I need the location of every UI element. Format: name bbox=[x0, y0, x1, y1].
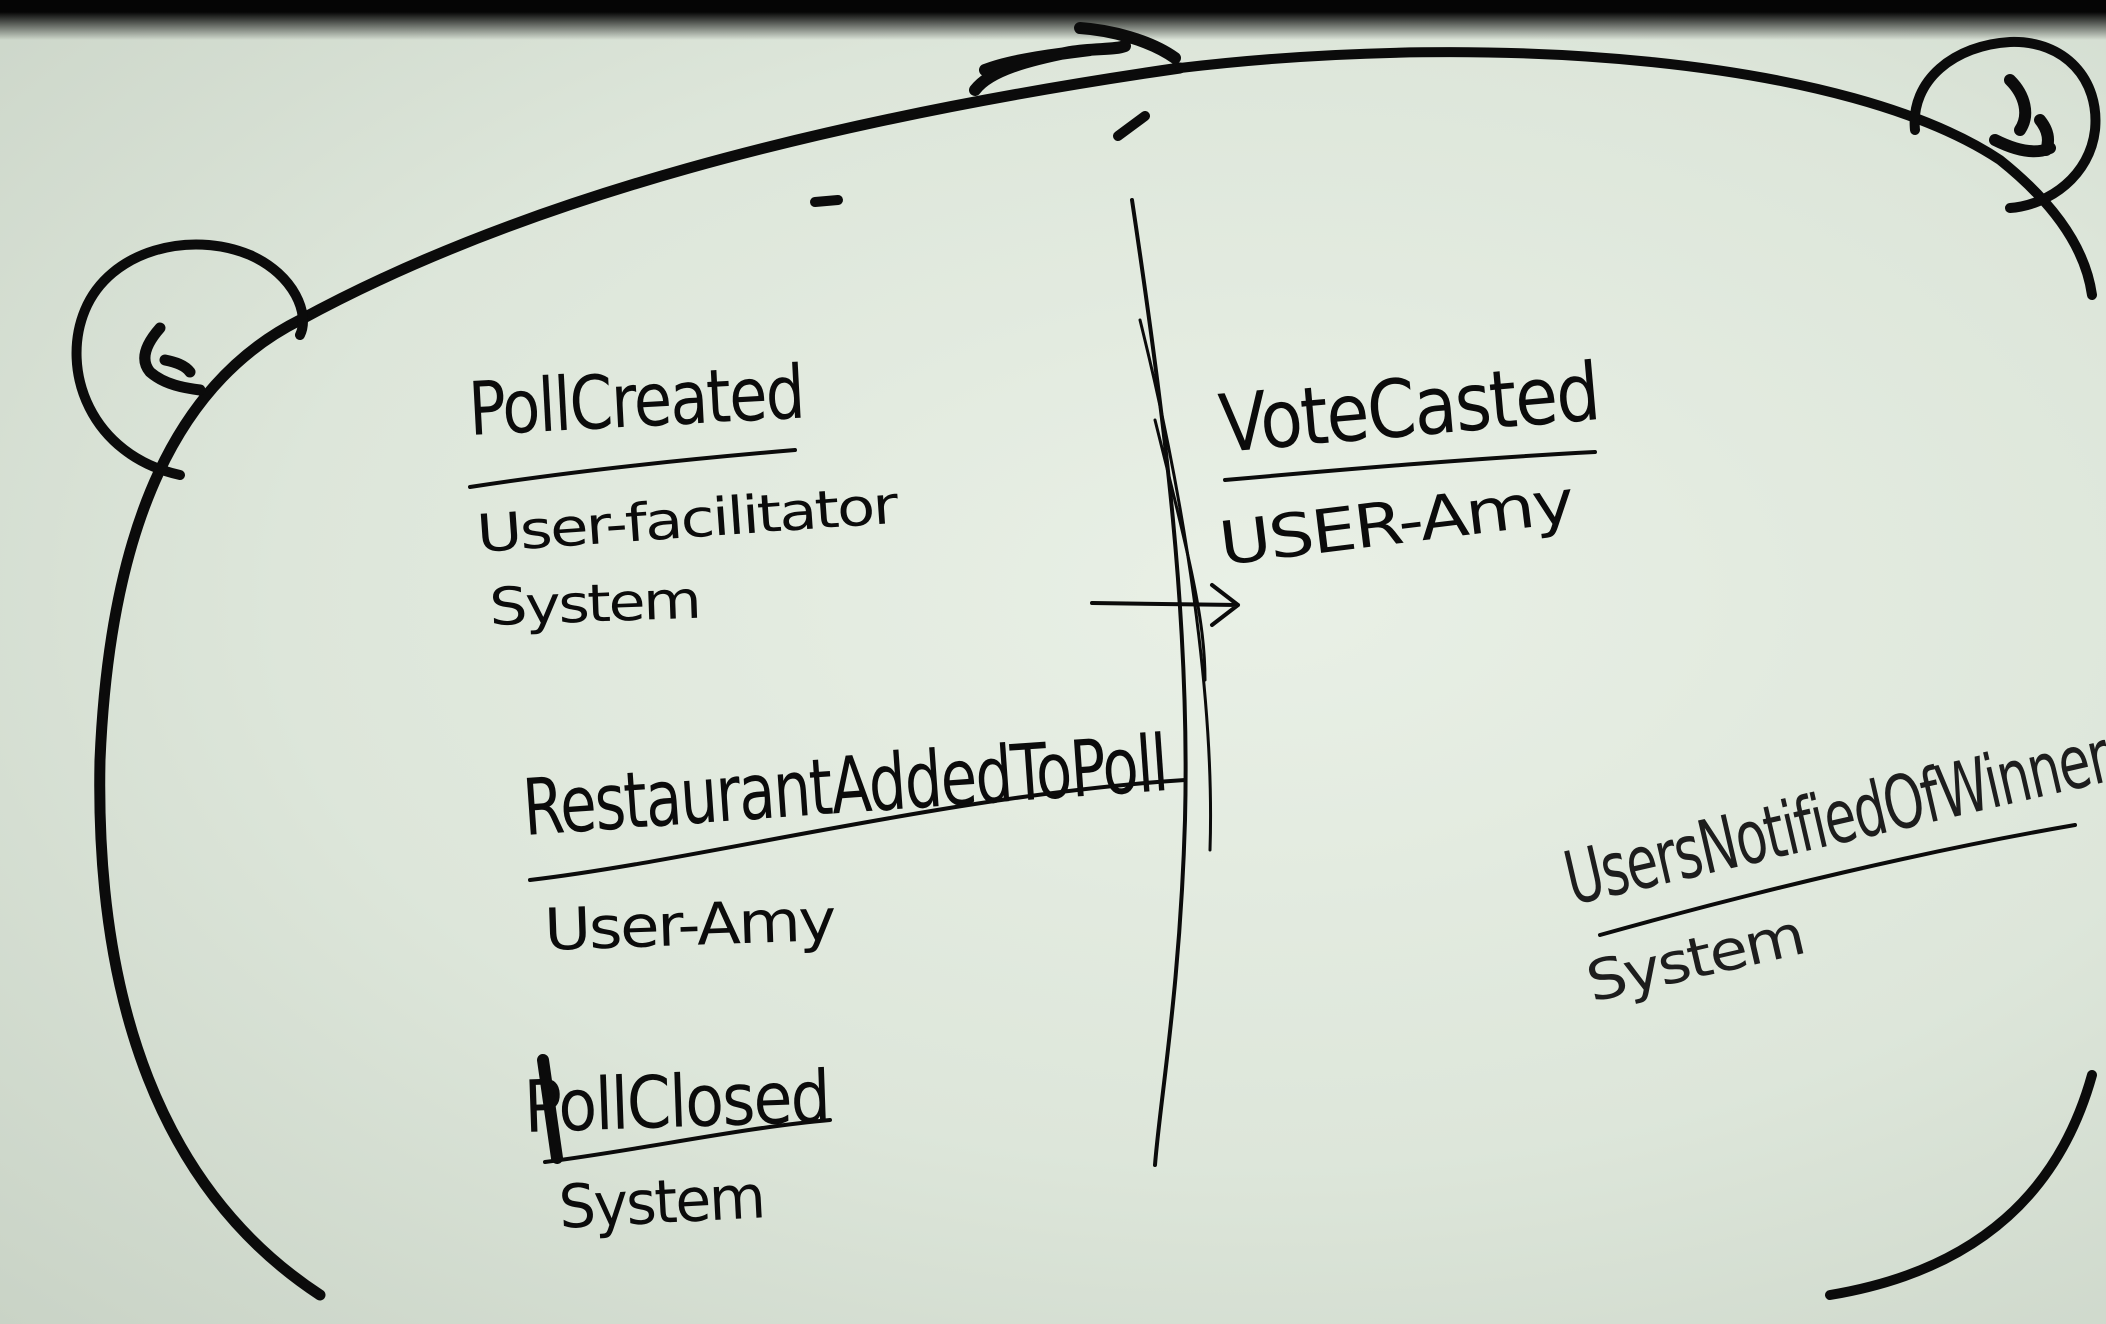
top-shadow bbox=[0, 0, 2106, 40]
poll-closed-emphasis bbox=[537, 1054, 563, 1164]
poll-closed-underline bbox=[543, 1118, 832, 1164]
users-notified-title: UsersNotifiedOfWinner bbox=[1557, 713, 2106, 922]
left-bubble bbox=[71, 239, 308, 480]
poll-created-underline bbox=[468, 448, 797, 489]
restaurant-added-underline bbox=[528, 778, 1187, 882]
divider-line bbox=[1130, 198, 1188, 1167]
divider-line bbox=[1138, 318, 1213, 852]
poll-created-actor-1: User-facilitator bbox=[475, 476, 901, 565]
vote-casted-underline bbox=[1223, 450, 1597, 482]
loop-outline-bottom-right bbox=[1825, 1070, 2097, 1300]
tick-mark bbox=[1113, 111, 1150, 141]
loop-outline-left bbox=[94, 62, 1186, 1301]
top-arrow-scribble-icon bbox=[969, 22, 1181, 96]
vote-casted-actor-1: USER-Amy bbox=[1215, 467, 1576, 580]
vote-casted-title: VoteCasted bbox=[1216, 345, 1603, 471]
right-arrow-icon bbox=[1989, 74, 2056, 158]
left-arrow-icon bbox=[139, 322, 206, 396]
right-bubble bbox=[1909, 36, 2101, 213]
connector-arrow-icon bbox=[1090, 583, 1240, 627]
loop-outline-right bbox=[1175, 47, 2097, 300]
users-notified-actor-1: System bbox=[1581, 903, 1810, 1016]
poll-closed-title: PollClosed bbox=[523, 1054, 831, 1149]
poll-closed-actor-1: System bbox=[557, 1162, 765, 1243]
users-notified-underline bbox=[1598, 823, 2077, 937]
divider-line bbox=[1153, 418, 1207, 682]
tick-mark bbox=[810, 195, 843, 207]
restaurant-added-actor-1: User-Amy bbox=[543, 886, 836, 964]
poll-created-actor-2: System bbox=[488, 571, 700, 638]
poll-created-title: PollCreated bbox=[466, 350, 805, 453]
restaurant-added-title: RestaurantAddedToPoll bbox=[520, 719, 1170, 854]
